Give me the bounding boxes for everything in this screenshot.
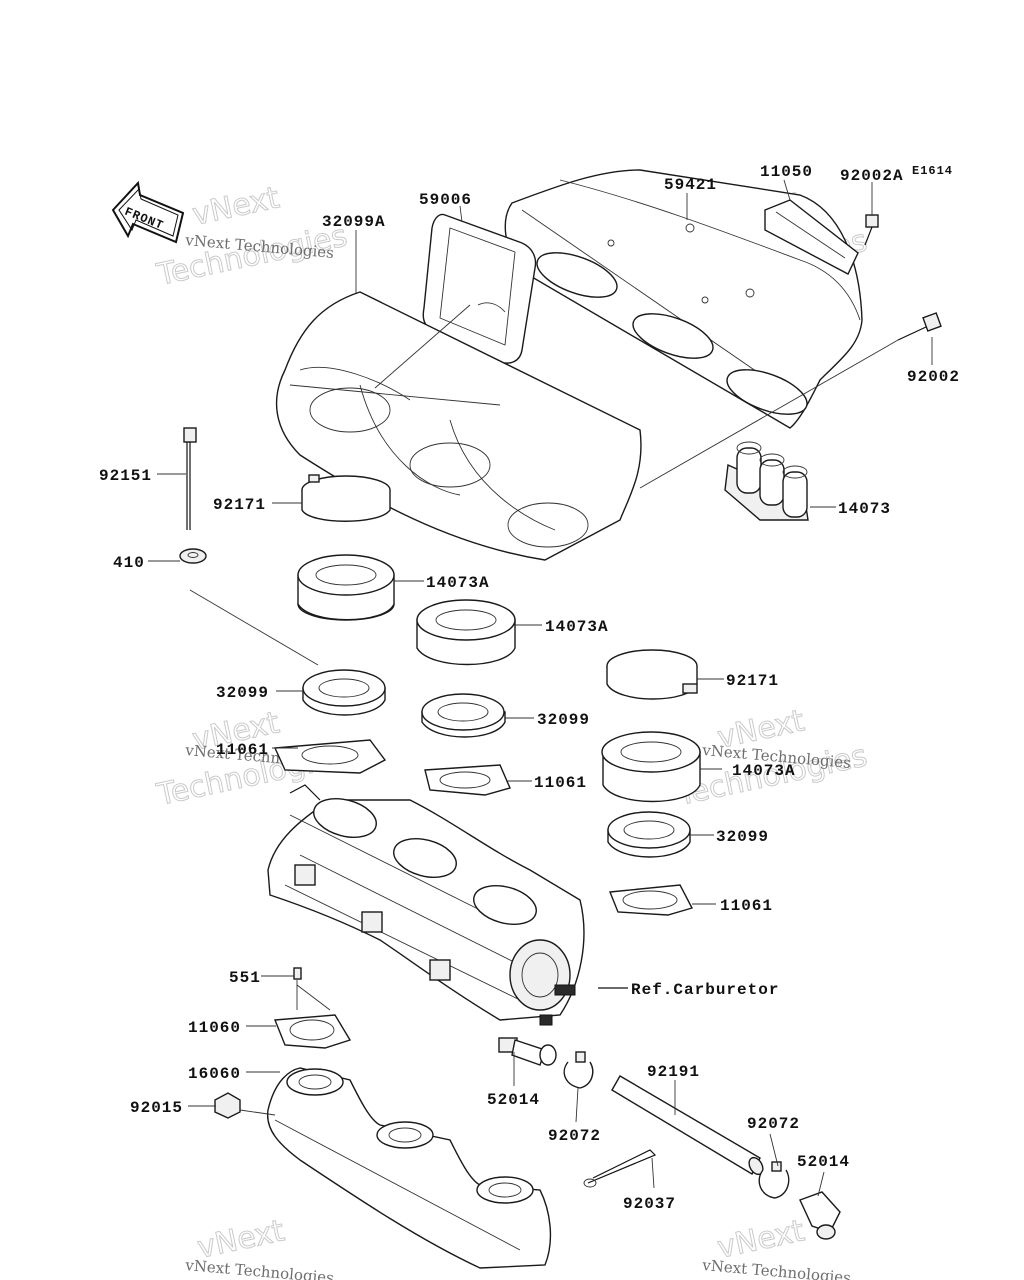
- pin-551: [293, 967, 331, 1011]
- callout-32099-3: 32099: [716, 828, 769, 846]
- watermark-top-left: vNext Technologies vNext Technologies: [153, 180, 351, 294]
- front-arrow-icon: FRONT: [111, 180, 185, 244]
- callout-32099-1: 32099: [216, 684, 269, 702]
- callout-32099-2: 32099: [537, 711, 590, 729]
- fitting-52014-2: [799, 1191, 841, 1240]
- nut-92015: [214, 1092, 276, 1119]
- callout-92171-mid: 92171: [726, 672, 779, 690]
- callout-52014-1: 52014: [487, 1091, 540, 1109]
- holder-32099-1: [302, 669, 386, 716]
- callout-551: 551: [229, 969, 261, 987]
- gasket-11060: [273, 1014, 352, 1049]
- clip-92072-2: [758, 1161, 790, 1199]
- callout-14073: 14073: [838, 500, 891, 518]
- velocity-stack-14073: [724, 441, 809, 521]
- carburetor-assembly: [267, 784, 628, 1026]
- bolt-92002: [639, 312, 942, 489]
- callout-16060: 16060: [188, 1065, 241, 1083]
- watermark-mid-right: vNext Technologies vNext Technologies: [673, 703, 871, 814]
- holder-32099-3: [607, 811, 691, 858]
- holder-32099-2: [421, 693, 506, 738]
- callout-11050: 11050: [760, 163, 813, 181]
- bracket-11050: [764, 199, 859, 275]
- callout-92072-2: 92072: [747, 1115, 800, 1133]
- callout-11061-1: 11061: [216, 741, 269, 759]
- diagram-code: E1614: [912, 164, 953, 178]
- callout-11061-3: 11061: [720, 897, 773, 915]
- washer-410: [179, 548, 319, 666]
- callout-11060: 11060: [188, 1019, 241, 1037]
- gasket-11061-1: [273, 739, 387, 774]
- callout-14073A-1: 14073A: [426, 574, 490, 592]
- svg-text:vNext: vNext: [189, 180, 282, 233]
- rubber-boot-14073A-1: [297, 554, 395, 621]
- callout-14073A-3: 14073A: [732, 762, 796, 780]
- callout-59421: 59421: [664, 176, 717, 194]
- callout-92002: 92002: [907, 368, 960, 386]
- callout-92072-1: 92072: [548, 1127, 601, 1145]
- callout-92002A: 92002A: [840, 167, 904, 185]
- manifold-16060: [266, 1067, 552, 1269]
- hose-92191: [611, 1075, 764, 1176]
- callout-92015: 92015: [130, 1099, 183, 1117]
- callout-32099A: 32099A: [322, 213, 386, 231]
- svg-text:vNext Technologies: vNext Technologies: [701, 1256, 852, 1280]
- callout-11061-2: 11061: [534, 774, 587, 792]
- callout-52014-2: 52014: [797, 1153, 850, 1171]
- callout-92171-top: 92171: [213, 496, 266, 514]
- fitting-52014-1: [498, 1037, 557, 1066]
- clip-92072-1: [563, 1051, 594, 1089]
- bolt-92002A: [864, 214, 879, 246]
- gasket-11061-3: [609, 884, 694, 916]
- callout-59006: 59006: [419, 191, 472, 209]
- long-bolt-92151: [183, 427, 197, 530]
- callout-410: 410: [113, 554, 145, 572]
- clamp-92171-top: [301, 474, 391, 522]
- gasket-11061-2: [424, 764, 511, 796]
- callout-14073A-2: 14073A: [545, 618, 609, 636]
- callout-92037: 92037: [623, 1195, 676, 1213]
- clamp-92171-mid: [606, 649, 698, 700]
- rubber-boot-14073A-3: [601, 731, 701, 803]
- leader-lines: [148, 179, 933, 1197]
- callout-92191: 92191: [647, 1063, 700, 1081]
- tie-92037: [583, 1149, 657, 1188]
- callout-92151: 92151: [99, 467, 152, 485]
- svg-text:vNext Technologies: vNext Technologies: [184, 1256, 335, 1280]
- rubber-boot-14073A-2: [416, 599, 516, 666]
- callout-ref-carburetor: Ref.Carburetor: [631, 981, 779, 999]
- watermark-bottom-left: vNext vNext Technologies: [184, 1213, 335, 1280]
